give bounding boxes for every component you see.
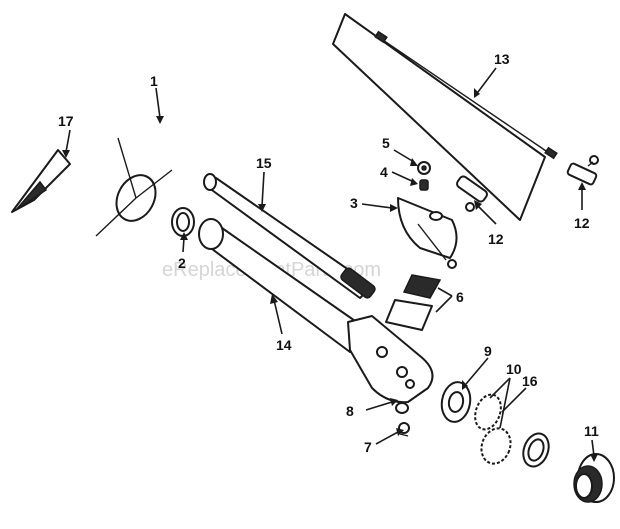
callout-labels: 1 2 3 4 5 6 7 8 9 10 11 12 12 13 14 15 1… [58, 51, 599, 455]
callout-9: 9 [484, 343, 492, 359]
callout-12-right: 12 [574, 215, 590, 231]
callout-2: 2 [178, 255, 186, 271]
part-9-disc [440, 381, 472, 423]
callout-17: 17 [58, 113, 74, 129]
callout-4: 4 [380, 164, 388, 180]
callout-8: 8 [346, 403, 354, 419]
part-1-steering-wheel [73, 117, 183, 263]
part-8-washer [395, 402, 409, 414]
callout-1: 1 [150, 73, 158, 89]
callout-14: 14 [276, 337, 292, 353]
part-15-shaft [203, 173, 376, 299]
part-10-16-gears [474, 393, 550, 468]
callout-7: 7 [364, 439, 372, 455]
part-4-stud [419, 179, 429, 191]
part-14-column-tube [198, 218, 434, 404]
part-6-pad-bezel [385, 274, 442, 331]
callout-13: 13 [494, 51, 510, 67]
callout-3: 3 [350, 195, 358, 211]
part-7-screw [398, 422, 410, 437]
callout-5: 5 [382, 135, 390, 151]
callout-15: 15 [256, 155, 272, 171]
part-17-emblem [11, 149, 71, 213]
part-5-nut [417, 161, 431, 175]
leader-lines [62, 67, 598, 462]
callout-16: 16 [522, 373, 538, 389]
part-12-fitting-right [566, 155, 599, 186]
callout-11: 11 [584, 423, 599, 439]
callout-12-middle: 12 [488, 231, 504, 247]
part-11-nut-cylinder [573, 453, 615, 503]
part-12-fitting-middle [456, 175, 488, 212]
callout-10: 10 [506, 361, 522, 377]
part-3-bracket [397, 197, 458, 269]
callout-6: 6 [456, 289, 464, 305]
part-13-panel-shaft [332, 13, 558, 221]
part-2-ring [171, 207, 195, 237]
